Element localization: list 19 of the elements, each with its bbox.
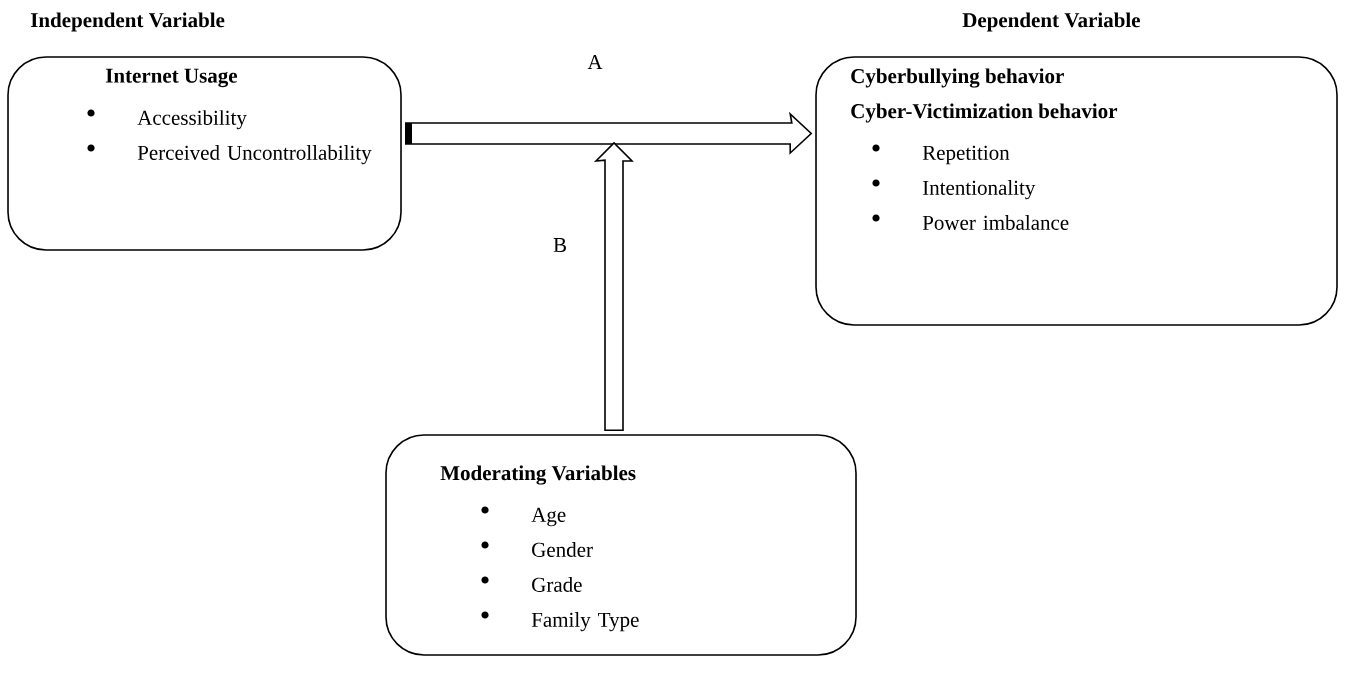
edge-label: A: [586, 54, 604, 70]
edge-label: B: [552, 237, 568, 253]
box-title: Internet Usage: [105, 68, 238, 88]
block-arrow: [405, 111, 813, 155]
box-title: Cyber-Victimization behavior: [851, 103, 1118, 123]
list-item: Grade: [532, 577, 582, 592]
list-item: Power imbalance: [922, 215, 1069, 230]
list-item: Age: [531, 507, 566, 527]
block-arrow: [593, 141, 634, 431]
heading: Dependent Variable: [962, 12, 1140, 32]
list-item: Gender: [532, 542, 593, 557]
box-title: Cyberbullying behavior: [851, 68, 1064, 88]
box-title: Moderating Variables: [440, 465, 636, 485]
heading: Independent Variable: [30, 12, 225, 32]
list-item: Family Type: [531, 612, 639, 632]
list-item: Repetition: [922, 145, 1010, 165]
list-item: Perceived Uncontrollability: [137, 145, 372, 165]
list-item: Accessibility: [137, 110, 247, 130]
list-item: Intentionality: [922, 180, 1036, 200]
